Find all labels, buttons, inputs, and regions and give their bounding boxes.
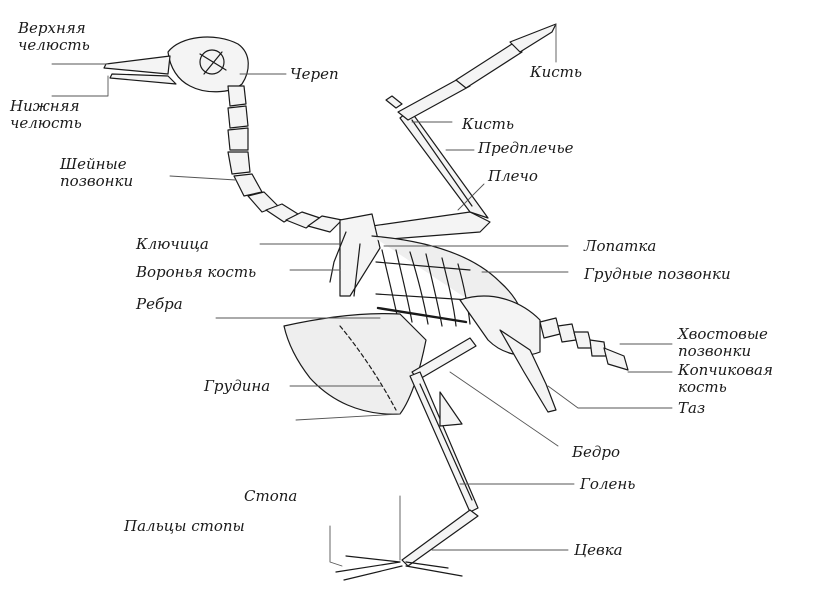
- label-scapula: Лопатка: [584, 237, 657, 255]
- label-forearm: Предплечье: [478, 139, 574, 157]
- label-toes: Пальцы стопы: [124, 517, 245, 535]
- label-femur: Бедро: [572, 443, 621, 461]
- label-cervical-vertebrae: Шейные позвонки: [60, 155, 134, 190]
- leader-lines: [51, 23, 673, 567]
- label-lower-jaw: Нижняя челюсть: [10, 97, 82, 132]
- label-tarsus: Цевка: [574, 541, 623, 559]
- sternum: [283, 313, 427, 415]
- label-pygostyle: Копчиковая кость: [678, 361, 773, 396]
- label-tibia: Голень: [580, 475, 636, 493]
- label-sternum: Грудина: [204, 377, 271, 395]
- label-foot: Стопа: [244, 487, 298, 505]
- label-pelvis: Таз: [678, 399, 706, 417]
- label-upper-jaw: Верхняя челюсть: [18, 19, 90, 54]
- label-ribs: Ребра: [136, 295, 183, 313]
- leg: [335, 337, 479, 581]
- cervical-vertebrae: [227, 85, 343, 233]
- label-coracoid: Воронья кость: [136, 263, 257, 281]
- label-thoracic-vertebrae: Грудные позвонки: [584, 265, 731, 283]
- skull: [167, 36, 249, 93]
- label-clavicle: Ключица: [136, 235, 209, 253]
- wing: [371, 23, 557, 241]
- label-skull: Череп: [290, 65, 339, 83]
- label-caudal-vertebrae: Хвостовые позвонки: [678, 325, 768, 360]
- pelvis: [459, 295, 557, 413]
- label-humerus: Плечо: [488, 167, 538, 185]
- label-hand-top: Кисть: [530, 63, 583, 81]
- beak: [103, 55, 177, 85]
- label-hand: Кисть: [462, 115, 515, 133]
- tail: [539, 317, 629, 371]
